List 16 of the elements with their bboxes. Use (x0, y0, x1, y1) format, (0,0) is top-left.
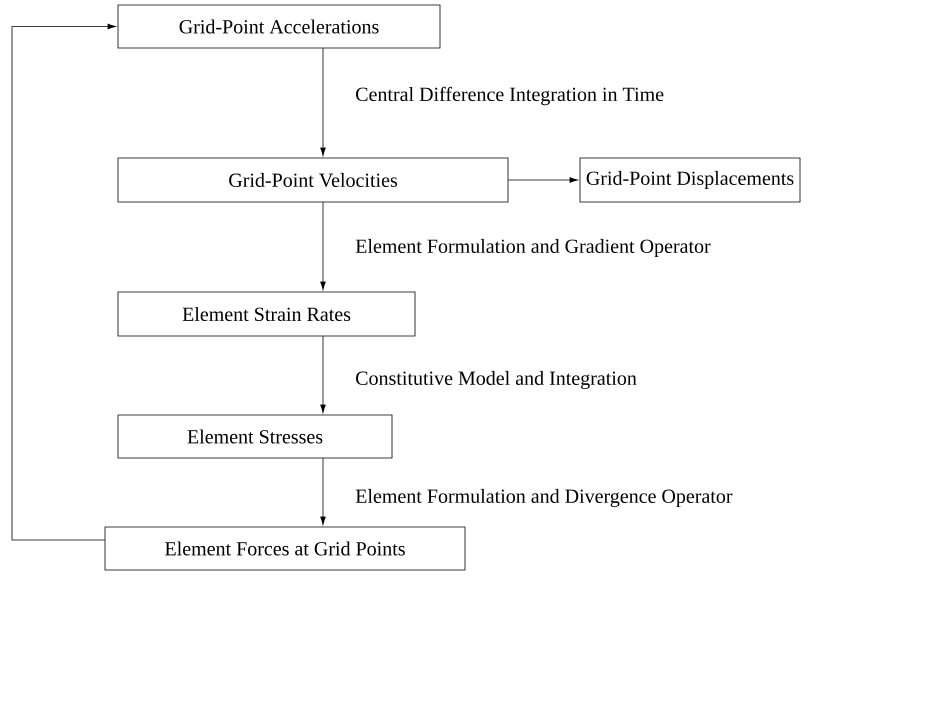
edge-label: Constitutive Model and Integration (354, 370, 638, 390)
arrow (508, 177, 578, 183)
process-box: Element Strain Rates (118, 292, 416, 336)
process-box: Grid-Point Velocities (118, 158, 508, 202)
edge-label: Central Difference Integration in Time (354, 86, 665, 106)
edge-label: Element Formulation and Divergence Operator (354, 488, 734, 508)
edge-label: Element Formulation and Gradient Operator (354, 238, 712, 258)
arrow (320, 458, 326, 525)
process-box: Grid-Point Accelerations (118, 4, 440, 48)
process-box: Element Forces at Grid Points (104, 526, 466, 570)
arrow (320, 336, 326, 413)
arrow (320, 48, 326, 156)
arrow (12, 24, 116, 540)
process-box: Grid-Point Displacements (580, 158, 800, 202)
process-box: Element Stresses (118, 414, 392, 458)
arrow (320, 202, 326, 290)
